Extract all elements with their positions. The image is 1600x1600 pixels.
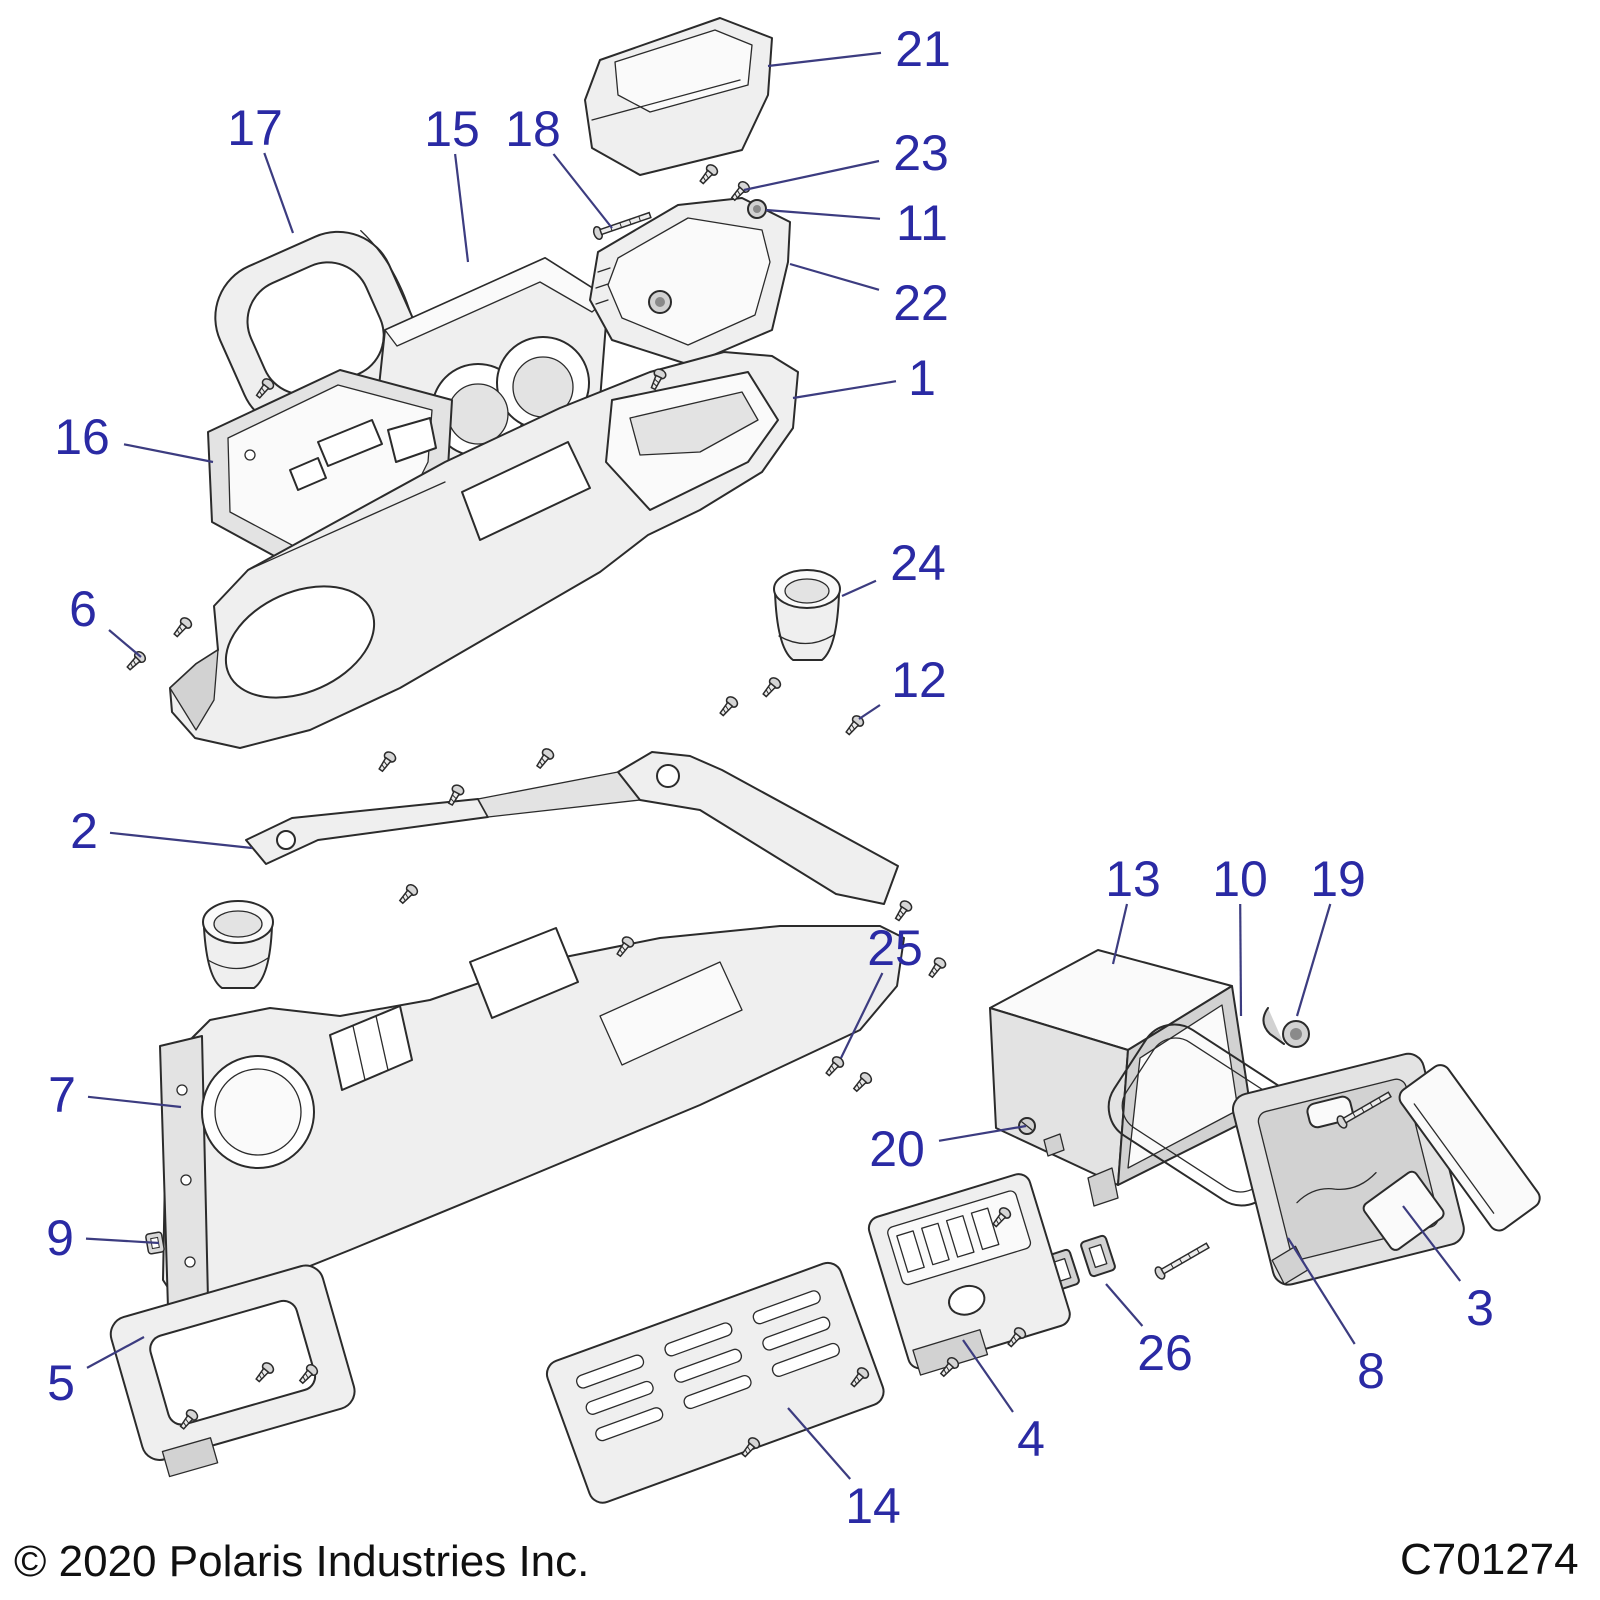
leader-line-2: [109, 831, 253, 850]
callout-number-6: 6: [69, 581, 97, 637]
copyright-text: © 2020 Polaris Industries Inc.: [14, 1537, 589, 1586]
callout-number-22: 22: [893, 275, 949, 331]
part-switch-panel: [867, 1173, 1071, 1376]
callout-layer: 21 17 15 18 23 11 22 1 16 24 6 12 2 13 10 19 25 7 20 9 5 26 3 8…: [46, 21, 1494, 1534]
callout-number-21: 21: [895, 21, 951, 77]
leader-line-6: [108, 629, 142, 658]
leader-line-3: [1402, 1205, 1462, 1282]
leader-line-13: [1111, 903, 1129, 965]
callout-number-3: 3: [1466, 1280, 1494, 1336]
leader-line-17: [263, 152, 295, 234]
leader-line-8: [1287, 1237, 1356, 1345]
part-upper-dash: [169, 351, 799, 749]
part-mid-dash-frame: [159, 925, 905, 1309]
callout-number-19: 19: [1310, 851, 1366, 907]
part-document-tray: [1362, 1064, 1541, 1251]
callout-number-8: 8: [1357, 1343, 1385, 1399]
part-cup-insert-right: [773, 569, 841, 661]
drawing-code: C701274: [1400, 1535, 1579, 1584]
leader-line-21: [767, 51, 882, 68]
leader-line-23: [743, 159, 880, 192]
part-cup-insert-left: [202, 900, 274, 989]
callout-number-1: 1: [908, 350, 936, 406]
callout-number-10: 10: [1212, 851, 1268, 907]
leader-line-22: [789, 262, 880, 291]
part-latch: [1262, 1007, 1310, 1048]
leader-line-10: [1239, 903, 1243, 1017]
leader-line-16: [123, 443, 214, 464]
callout-number-23: 23: [893, 125, 949, 181]
leader-line-9: [85, 1237, 160, 1245]
callout-number-11: 11: [896, 195, 948, 251]
leader-line-12: [858, 704, 881, 720]
leader-line-14: [787, 1407, 852, 1480]
callout-number-16: 16: [54, 409, 110, 465]
leader-line-5: [86, 1336, 145, 1369]
callout-number-7: 7: [48, 1067, 76, 1123]
leader-line-7: [87, 1095, 182, 1109]
part-door-screw-lower: [1152, 1239, 1212, 1282]
part-support-bracket: [245, 751, 899, 905]
callout-number-14: 14: [845, 1478, 901, 1534]
callout-number-9: 9: [46, 1210, 74, 1266]
part-glove-box-bin: [989, 949, 1253, 1207]
callout-number-4: 4: [1017, 1411, 1045, 1467]
part-storage-bin: [589, 197, 791, 366]
leader-line-25: [840, 972, 884, 1059]
leader-line-18: [552, 153, 613, 229]
part-plug: [747, 199, 767, 219]
callout-number-5: 5: [47, 1355, 75, 1411]
part-lower-vent-panel: [545, 1261, 885, 1504]
leader-line-26: [1105, 1283, 1144, 1327]
callout-number-24: 24: [890, 535, 946, 591]
callout-number-20: 20: [869, 1121, 925, 1177]
callout-number-25: 25: [867, 920, 923, 976]
callout-number-18: 18: [505, 101, 561, 157]
leader-line-11: [765, 208, 881, 220]
part-storage-lid: [584, 17, 773, 176]
leader-line-1: [792, 380, 897, 400]
callout-number-13: 13: [1105, 851, 1161, 907]
callout-number-15: 15: [424, 101, 480, 157]
leader-line-19: [1295, 903, 1332, 1017]
leader-line-20: [938, 1124, 1027, 1142]
callout-number-26: 26: [1137, 1325, 1193, 1381]
leader-line-15: [454, 153, 470, 263]
callout-number-17: 17: [227, 100, 283, 156]
leader-line-24: [841, 579, 877, 598]
part-clip-20: [1018, 1117, 1065, 1157]
leader-line-4: [962, 1339, 1014, 1413]
callout-number-12: 12: [891, 652, 947, 708]
part-column-bezel: [109, 1264, 356, 1478]
callout-number-2: 2: [70, 803, 98, 859]
